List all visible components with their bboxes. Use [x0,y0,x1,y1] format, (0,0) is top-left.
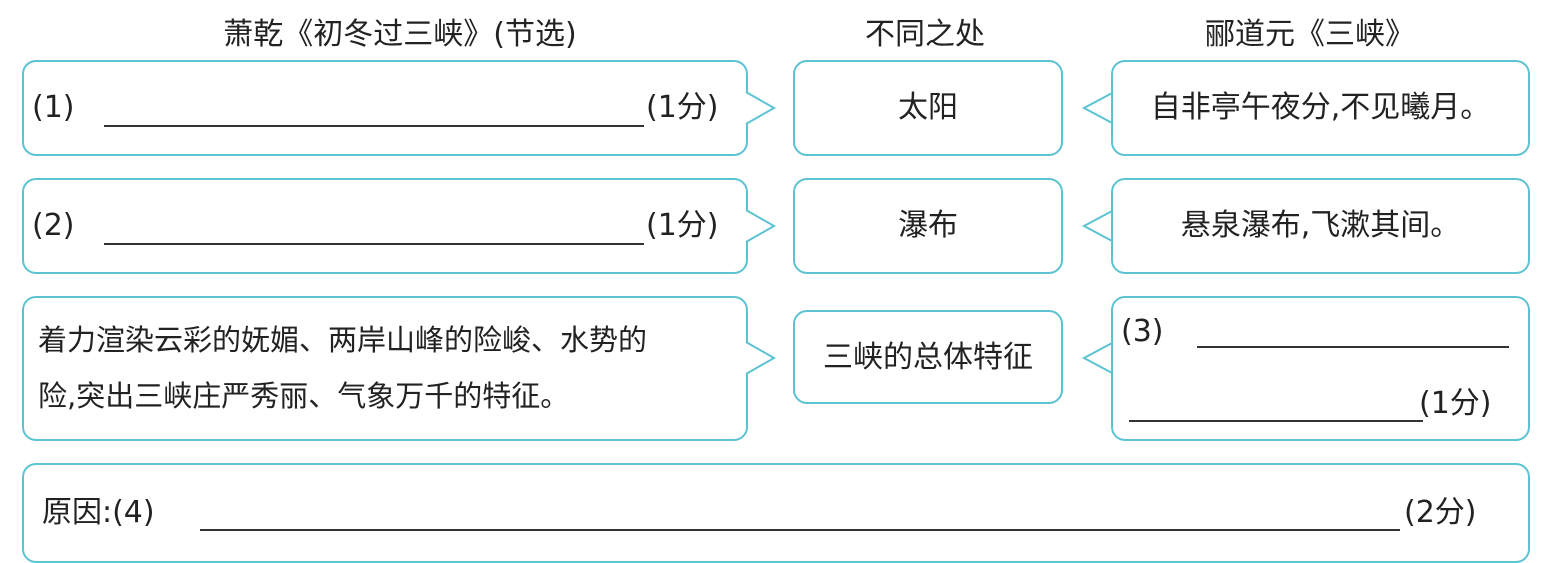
row3-left-connector [745,341,777,375]
row1-middle-box: 太阳 [793,60,1063,156]
row1-left-label: (1) [32,90,75,125]
row1-left-score: (1分) [646,90,719,125]
reason-label: 原因:(4) [42,495,155,530]
reason-answer-line[interactable] [200,529,1400,531]
header-right: 郦道元《三峡》 [1205,17,1415,52]
row2-middle-label: 瀑布 [898,208,958,243]
row1-middle-label: 太阳 [898,90,958,125]
row1-right-connector [1081,91,1115,125]
reason-score: (2分) [1404,495,1477,530]
row3-right-label: (3) [1121,314,1164,349]
row3-left-line1: 着力渲染云彩的妩媚、两岸山峰的险峻、水势的 [38,323,648,357]
row3-middle-box: 三峡的总体特征 [793,310,1063,404]
row2-left-connector [745,209,777,243]
header-left: 萧乾《初冬过三峡》(节选) [223,17,577,52]
row3-right-box: (3) (1分) [1111,296,1530,441]
row2-right-text: 悬泉瀑布,飞漱其间。 [1180,208,1461,243]
row1-left-box: (1) (1分) [22,60,748,156]
row2-left-box: (2) (1分) [22,178,748,274]
row1-left-connector [745,91,777,125]
reason-box: 原因:(4) (2分) [22,463,1530,563]
row3-right-connector [1081,341,1115,375]
row1-answer-line[interactable] [104,125,644,127]
row3-left-box: 着力渲染云彩的妩媚、两岸山峰的险峻、水势的 险,突出三峡庄严秀丽、气象万千的特征… [22,296,748,441]
row3-answer-line-2[interactable] [1129,420,1423,422]
row2-answer-line[interactable] [104,243,644,245]
header-middle: 不同之处 [865,17,985,52]
row3-left-line2: 险,突出三峡庄严秀丽、气象万千的特征。 [38,379,570,413]
row3-answer-line-1[interactable] [1197,346,1509,348]
row3-right-score: (1分) [1419,386,1492,421]
row3-middle-label: 三峡的总体特征 [823,340,1033,375]
row2-middle-box: 瀑布 [793,178,1063,274]
row2-left-score: (1分) [646,208,719,243]
row2-right-connector [1081,209,1115,243]
row1-right-box: 自非亭午夜分,不见曦月。 [1111,60,1530,156]
row1-right-text: 自非亭午夜分,不见曦月。 [1150,90,1491,125]
row2-left-label: (2) [32,208,75,243]
row2-right-box: 悬泉瀑布,飞漱其间。 [1111,178,1530,274]
